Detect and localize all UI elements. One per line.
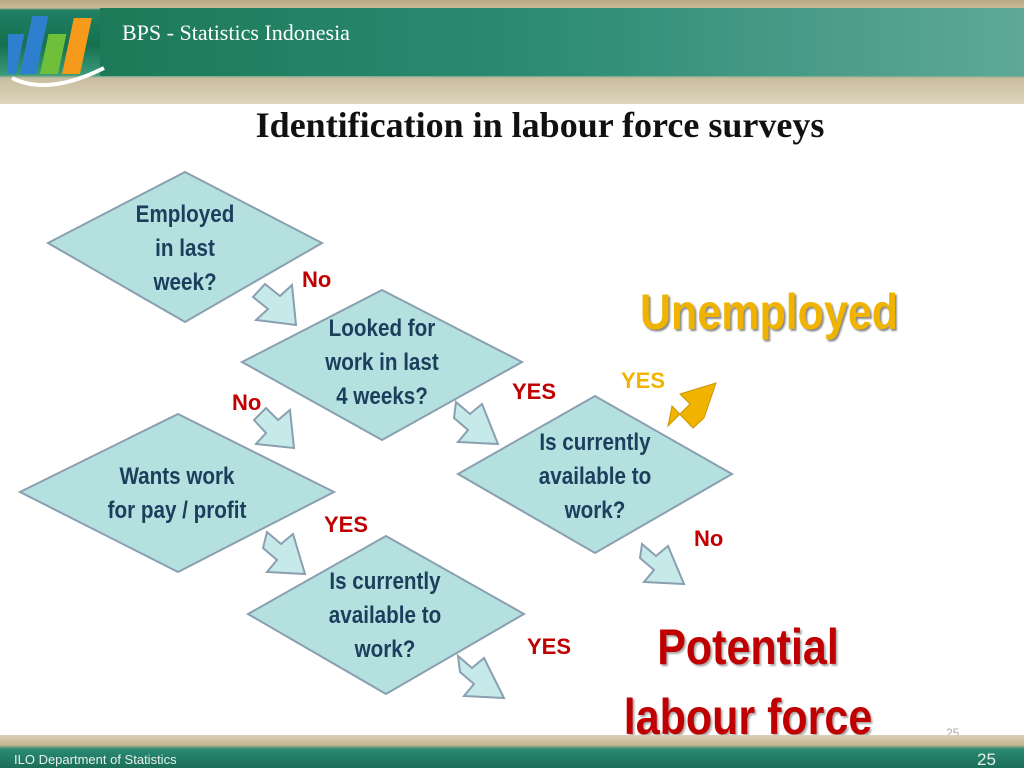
outcome-line: Potential [657,619,839,675]
diamond-line: Employed [135,201,235,228]
label-no-available-1: No [694,526,724,551]
flow-arrow-5 [638,542,686,586]
label-yes-available-1: YES [621,368,666,393]
diamond-available-2 [245,534,527,696]
outcome-unemployed: Unemployed [640,284,899,340]
label-no-employed: No [302,267,332,292]
diamond-wants-work-text: Wants work for pay / profit [87,460,268,528]
diamond-employed [45,170,325,324]
diamond-line: in last [155,235,215,262]
diamond-looked-for-work [239,288,525,442]
diamond-line: Looked for [328,315,436,342]
label-yes-wants: YES [324,512,369,537]
page-title: Identification in labour force surveys [255,105,825,145]
diamond-available-1-text: Is currently available to work? [518,426,673,528]
label-no-looked: No [232,390,262,415]
diamond-line: Is currently [539,429,651,456]
flow-arrow-2 [252,406,296,450]
flow-arrow-1 [251,282,298,327]
diamond-line: 4 weeks? [336,383,428,410]
diamond-employed-text: Employed in last week? [116,198,254,300]
diamond-wants-work [17,412,337,574]
diamond-line: work? [564,497,626,524]
footer-page-number: 25 [977,750,996,769]
outcome-potential-labour-force: Potential labour force [619,612,877,752]
diamond-looked-for-work-text: Looked for work in last 4 weeks? [305,312,460,414]
diamond-line: Wants work [119,463,235,490]
diamond-line: work? [354,636,416,663]
diamond-line: available to [328,602,442,629]
flow-arrow-4 [261,530,307,576]
flow-arrow-6 [456,653,506,700]
diamond-available-1 [455,394,735,555]
diamond-available-2-text: Is currently available to work? [308,565,463,667]
org-title: BPS - Statistics Indonesia [122,20,350,45]
flow-arrow-3 [452,400,500,446]
footer-department: ILO Department of Statistics [14,752,177,767]
arrow-up-right-icon [667,382,717,429]
header-band [100,8,1024,76]
slide-footer [0,735,1024,768]
diamond-line: available to [538,463,652,490]
diamond-line: week? [153,269,217,296]
diamond-line: Is currently [329,568,441,595]
label-yes-available-2: YES [527,634,572,659]
bps-logo-icon [8,16,105,88]
slide-header [0,0,1024,104]
diamond-line: work in last [325,349,439,376]
label-yes-looked: YES [512,379,557,404]
diamond-line: for pay / profit [107,497,247,524]
